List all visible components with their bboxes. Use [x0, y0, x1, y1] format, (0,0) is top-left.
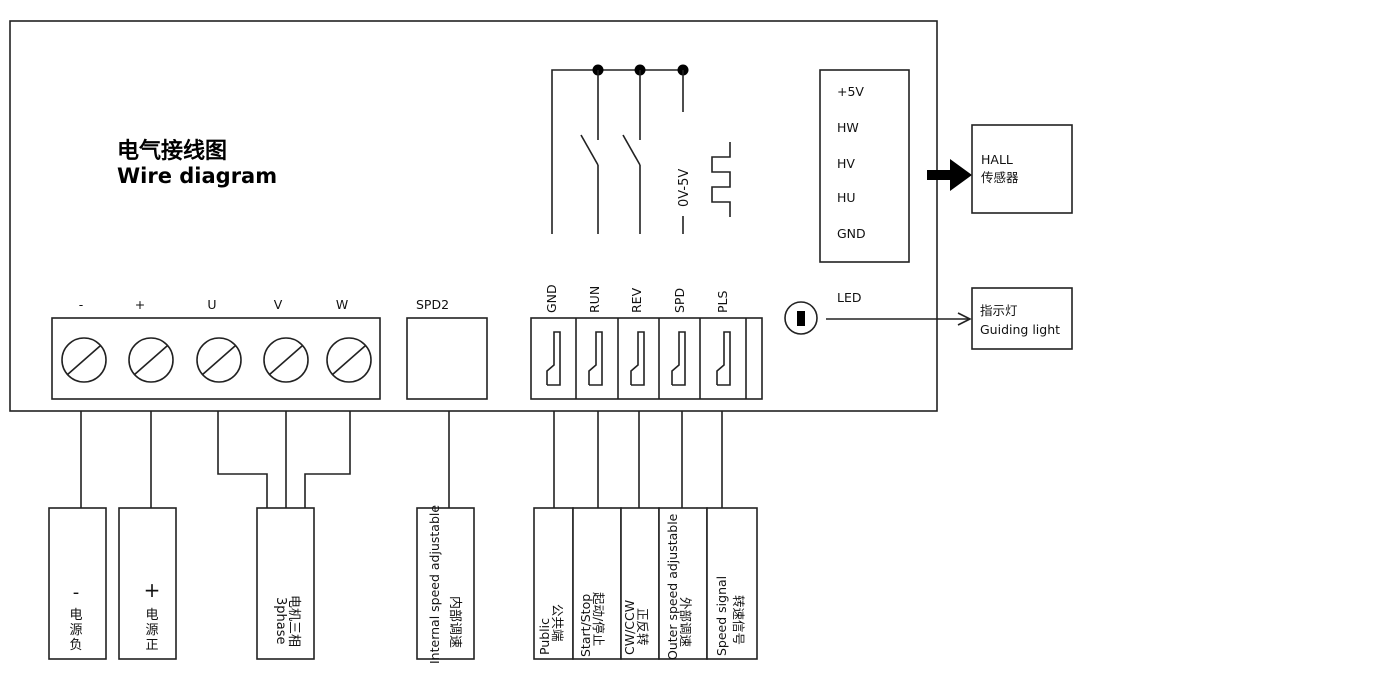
label-public: Public 公共端	[533, 507, 574, 660]
cw-ccw-zh: 正反转	[635, 608, 650, 646]
title-en: Wire diagram	[117, 164, 277, 188]
label-char: 正	[145, 638, 158, 653]
label-power-neg: - 电 源 负	[48, 507, 107, 660]
cw-ccw-en: CW/CCW	[622, 600, 637, 655]
run-switch	[580, 134, 599, 166]
terminal-label: V	[274, 297, 283, 312]
power-terminal-block: - + U V W	[51, 297, 381, 400]
label-char: 源	[145, 623, 158, 638]
internal-speed-en: Internal speed adjustable	[427, 505, 442, 664]
guiding-light-zh: 指示灯	[980, 303, 1018, 318]
spring-clip-icon	[671, 331, 686, 386]
led-icon	[784, 301, 818, 335]
spring-clip-icon	[588, 331, 603, 386]
label-motor-3phase: 电机三相 3phase	[256, 507, 315, 660]
label-char: 源	[69, 623, 82, 638]
terminal-label: W	[336, 297, 348, 312]
spd2-potentiometer	[406, 317, 488, 400]
terminal-neg: -	[61, 297, 107, 383]
signal-terminal-block: GND RUN REV SPD PLS	[530, 284, 763, 400]
hall-pin-hv: HV	[837, 156, 855, 171]
wires	[80, 411, 723, 508]
minus-symbol: -	[73, 582, 80, 603]
terminal-rev-label: REV	[629, 287, 644, 313]
terminal-label: -	[79, 297, 84, 312]
outer-speed-en: Outer speed adjustable	[665, 513, 680, 660]
label-char: 负	[69, 638, 82, 653]
start-stop-zh: 起动/停止	[591, 592, 606, 646]
arrow-head-icon	[957, 312, 972, 326]
hall-pin-gnd: GND	[837, 226, 866, 241]
label-speed-signal: Speed signal 转速信号	[706, 507, 758, 660]
guiding-light-box	[971, 287, 1073, 350]
led-label: LED	[837, 290, 862, 305]
terminal-pos: +	[128, 297, 174, 383]
title-zh: 电气接线图	[117, 138, 227, 164]
public-zh: 公共端	[550, 604, 565, 642]
terminal-v: V	[263, 297, 309, 383]
start-stop-en: Start/Stop	[578, 594, 593, 657]
hall-sensor-box	[971, 124, 1073, 214]
hall-connector	[819, 69, 910, 263]
pulse-waveform-icon	[711, 142, 731, 217]
label-internal-speed: Internal speed adjustable 内部调速	[416, 505, 475, 664]
rev-switch	[622, 134, 641, 166]
internal-speed-zh: 内部调速	[447, 596, 463, 648]
hall-pin-5v: +5V	[837, 84, 864, 99]
terminal-run-label: RUN	[587, 286, 602, 313]
label-outer-speed: Outer speed adjustable 外部调速	[658, 507, 708, 660]
hall-sensor-en: HALL	[981, 152, 1013, 167]
label-power-pos: + 电 源 正	[118, 507, 177, 660]
label-char: 电	[69, 608, 82, 623]
outer-speed-zh: 外部调速	[678, 597, 693, 648]
label-cw-ccw: CW/CCW 正反转	[620, 507, 660, 660]
arrow-right-icon	[927, 159, 972, 191]
terminal-gnd-label: GND	[544, 284, 559, 313]
terminal-w: W	[326, 297, 372, 383]
terminal-label: +	[135, 297, 145, 312]
speed-signal-en: Speed signal	[714, 576, 729, 656]
terminal-u: U	[196, 297, 242, 383]
spd2-label: SPD2	[416, 297, 449, 312]
spring-clip-icon	[546, 331, 561, 386]
terminal-label: U	[207, 297, 216, 312]
voltage-range-label: 0V-5V	[677, 169, 692, 207]
spring-clip-icon	[630, 331, 645, 386]
switch-schematic: 0V-5V	[551, 64, 731, 234]
hall-pin-hw: HW	[837, 120, 859, 135]
label-char: 电	[145, 608, 158, 623]
hall-pin-hu: HU	[837, 190, 856, 205]
public-en: Public	[537, 618, 552, 655]
label-start-stop: Start/Stop 起动/停止	[572, 507, 622, 660]
spring-clip-icon	[716, 331, 731, 386]
guiding-light-en: Guiding light	[980, 322, 1060, 337]
motor-zh: 电机三相	[286, 595, 301, 647]
terminal-spd-label: SPD	[672, 288, 687, 313]
plus-symbol: +	[144, 578, 161, 602]
hall-sensor-zh: 传感器	[981, 170, 1019, 185]
speed-signal-zh: 转速信号	[731, 595, 746, 645]
terminal-pls-label: PLS	[715, 290, 730, 313]
motor-en: 3phase	[273, 597, 288, 645]
